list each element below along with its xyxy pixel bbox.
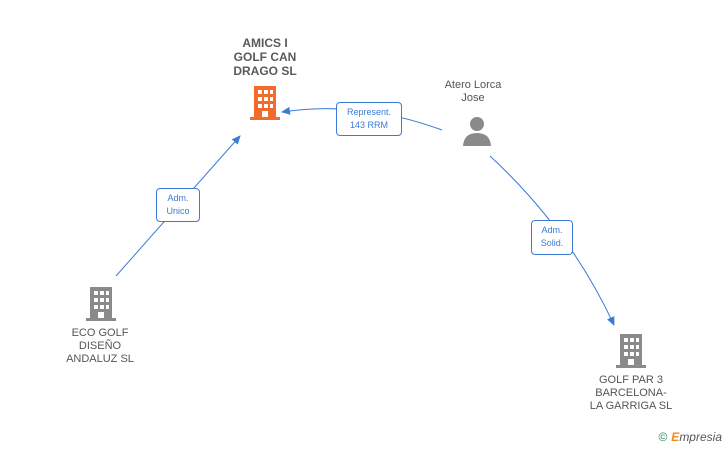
brand-name: mpresia	[679, 430, 722, 444]
building-icon	[250, 86, 280, 125]
company-label-amics: AMICS I GOLF CAN DRAGO SL	[233, 36, 297, 78]
brand-logo: ©Empresia	[658, 430, 722, 444]
person-label-atero: Atero Lorca Jose	[444, 79, 502, 104]
person-icon	[462, 116, 492, 153]
edge-label-adm-solid: Adm. Solid.	[531, 220, 573, 255]
building-icon	[616, 334, 646, 373]
building-icon	[86, 287, 116, 326]
edge-label-adm-unico: Adm. Unico	[156, 188, 200, 222]
copyright-symbol: ©	[658, 430, 668, 444]
edge-label-represent: Represent. 143 RRM	[336, 102, 402, 136]
brand-initial: E	[671, 430, 680, 444]
company-label-eco: ECO GOLF DISEÑO ANDALUZ SL	[66, 327, 134, 365]
company-label-golfpar: GOLF PAR 3 BARCELONA- LA GARRIGA SL	[589, 374, 673, 412]
